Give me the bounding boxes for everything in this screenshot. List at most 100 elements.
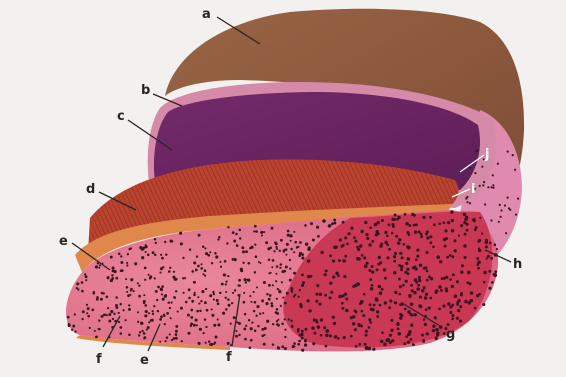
- papilla-dot: [191, 270, 194, 273]
- papilla-dot: [456, 280, 459, 283]
- papilla-dot: [407, 246, 411, 250]
- papilla-dot: [196, 255, 198, 257]
- papilla-dot: [325, 345, 328, 348]
- papilla-dot: [250, 301, 252, 303]
- papilla-dot: [263, 281, 266, 284]
- papilla-dot: [325, 334, 328, 337]
- papilla-dot: [213, 293, 215, 295]
- papilla-dot: [144, 314, 147, 317]
- papilla-dot: [476, 263, 479, 266]
- papilla-dot: [130, 278, 133, 281]
- papilla-dot: [404, 308, 407, 311]
- papilla-dot: [144, 304, 147, 307]
- papilla-dot: [256, 286, 258, 288]
- papilla-dot: [164, 340, 166, 342]
- papilla-dot: [134, 262, 137, 265]
- papilla-dot: [378, 285, 381, 288]
- papilla-dot: [271, 305, 274, 308]
- papilla-dot: [209, 251, 211, 253]
- papilla-dot: [157, 286, 160, 289]
- papilla-dot: [127, 294, 130, 297]
- papilla-dot: [173, 271, 175, 273]
- papilla-dot: [165, 253, 167, 255]
- papilla-dot: [127, 253, 129, 255]
- papilla-dot: [141, 256, 144, 259]
- papilla-dot: [342, 259, 346, 263]
- papilla-dot: [320, 334, 323, 337]
- papilla-dot: [410, 324, 413, 327]
- papilla-dot: [130, 247, 132, 249]
- papilla-dot: [216, 299, 219, 302]
- papilla-dot: [268, 259, 271, 262]
- papilla-dot: [432, 325, 435, 328]
- papilla-dot: [419, 296, 422, 299]
- papilla-dot: [225, 283, 227, 285]
- papilla-dot: [145, 310, 148, 313]
- papilla-dot: [254, 271, 256, 273]
- papilla-dot: [110, 279, 113, 282]
- papilla-dot: [323, 326, 326, 329]
- papilla-dot: [255, 315, 257, 317]
- papilla-dot: [342, 221, 345, 224]
- papilla-dot: [390, 329, 393, 332]
- papilla-dot: [500, 216, 502, 218]
- papilla-dot: [356, 282, 360, 286]
- papilla-dot: [330, 291, 333, 294]
- papilla-dot: [188, 297, 191, 300]
- papilla-dot: [211, 262, 213, 264]
- papilla-dot: [360, 230, 363, 233]
- papilla-dot: [468, 282, 471, 285]
- papilla-dot: [281, 281, 283, 283]
- papilla-dot: [197, 296, 199, 298]
- papilla-dot: [240, 269, 243, 272]
- papilla-dot: [126, 291, 128, 293]
- papilla-dot: [211, 314, 214, 317]
- papilla-dot: [224, 260, 227, 263]
- papilla-dot: [505, 232, 507, 234]
- papilla-dot: [500, 209, 502, 211]
- papilla-dot: [111, 274, 114, 277]
- papilla-dot: [213, 324, 216, 327]
- papilla-dot: [214, 341, 216, 343]
- papilla-dot: [243, 327, 246, 330]
- papilla-dot: [268, 272, 270, 274]
- papilla-dot: [245, 250, 248, 253]
- papilla-dot: [406, 268, 409, 271]
- papilla-dot: [432, 329, 435, 332]
- papilla-dot: [204, 269, 207, 272]
- papilla-dot: [221, 283, 224, 286]
- papilla-dot: [255, 255, 258, 258]
- papilla-dot: [242, 262, 244, 264]
- papilla-dot: [324, 294, 327, 297]
- papilla-dot: [301, 284, 304, 287]
- papilla-dot: [329, 282, 332, 285]
- papilla-dot: [366, 262, 369, 265]
- papilla-dot: [376, 310, 379, 313]
- papilla-dot: [299, 303, 302, 306]
- papilla-dot: [301, 337, 304, 340]
- papilla-dot: [167, 301, 169, 303]
- papilla-dot: [168, 270, 171, 273]
- papilla-dot: [378, 256, 381, 259]
- papilla-dot: [98, 328, 100, 330]
- papilla-dot: [492, 184, 494, 186]
- papilla-dot: [270, 302, 273, 305]
- papilla-dot: [222, 312, 225, 315]
- papilla-dot: [185, 301, 188, 304]
- papilla-dot: [275, 242, 278, 245]
- papilla-dot: [474, 229, 477, 232]
- papilla-dot: [161, 285, 164, 288]
- papilla-dot: [212, 291, 214, 293]
- papilla-dot: [298, 296, 300, 298]
- papilla-dot: [299, 241, 302, 244]
- papilla-dot: [464, 300, 468, 304]
- papilla-dot: [398, 332, 402, 336]
- papilla-dot: [466, 201, 468, 203]
- papilla-dot: [205, 288, 207, 290]
- papilla-dot: [236, 244, 239, 247]
- papilla-dot: [260, 231, 263, 234]
- papilla-dot: [512, 154, 514, 156]
- papilla-dot: [238, 322, 241, 325]
- papilla-dot: [107, 276, 110, 279]
